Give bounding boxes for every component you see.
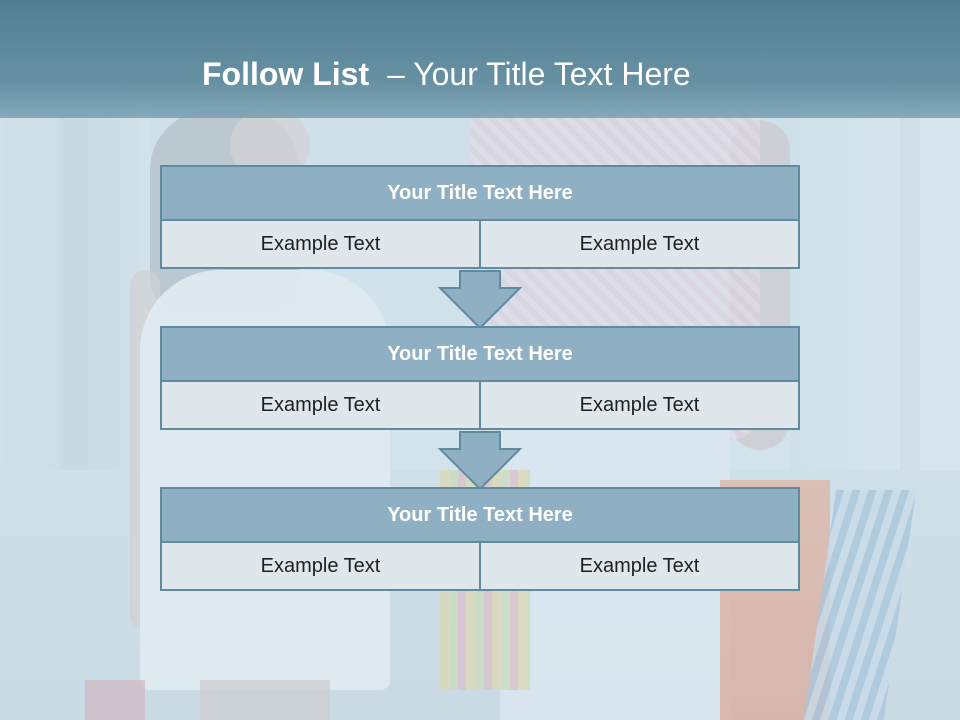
slide-title-rest: – Your Title Text Here [387, 56, 691, 92]
down-arrow-icon [438, 270, 522, 330]
step-title: Your Title Text Here [160, 487, 800, 543]
step-right-text: Example Text [481, 221, 800, 269]
step-block-1: Your Title Text Here Example Text Exampl… [160, 165, 800, 269]
step-right-text: Example Text [481, 382, 800, 430]
slide-title: Follow List – Your Title Text Here [202, 56, 691, 96]
step-title: Your Title Text Here [160, 165, 800, 221]
step-left-text: Example Text [160, 221, 481, 269]
slide-title-bold: Follow List [202, 56, 370, 92]
step-left-text: Example Text [160, 382, 481, 430]
header-band: Follow List – Your Title Text Here [0, 0, 960, 118]
step-title: Your Title Text Here [160, 326, 800, 382]
down-arrow-icon [438, 431, 522, 491]
step-block-3: Your Title Text Here Example Text Exampl… [160, 487, 800, 591]
step-block-2: Your Title Text Here Example Text Exampl… [160, 326, 800, 430]
step-left-text: Example Text [160, 543, 481, 591]
step-right-text: Example Text [481, 543, 800, 591]
